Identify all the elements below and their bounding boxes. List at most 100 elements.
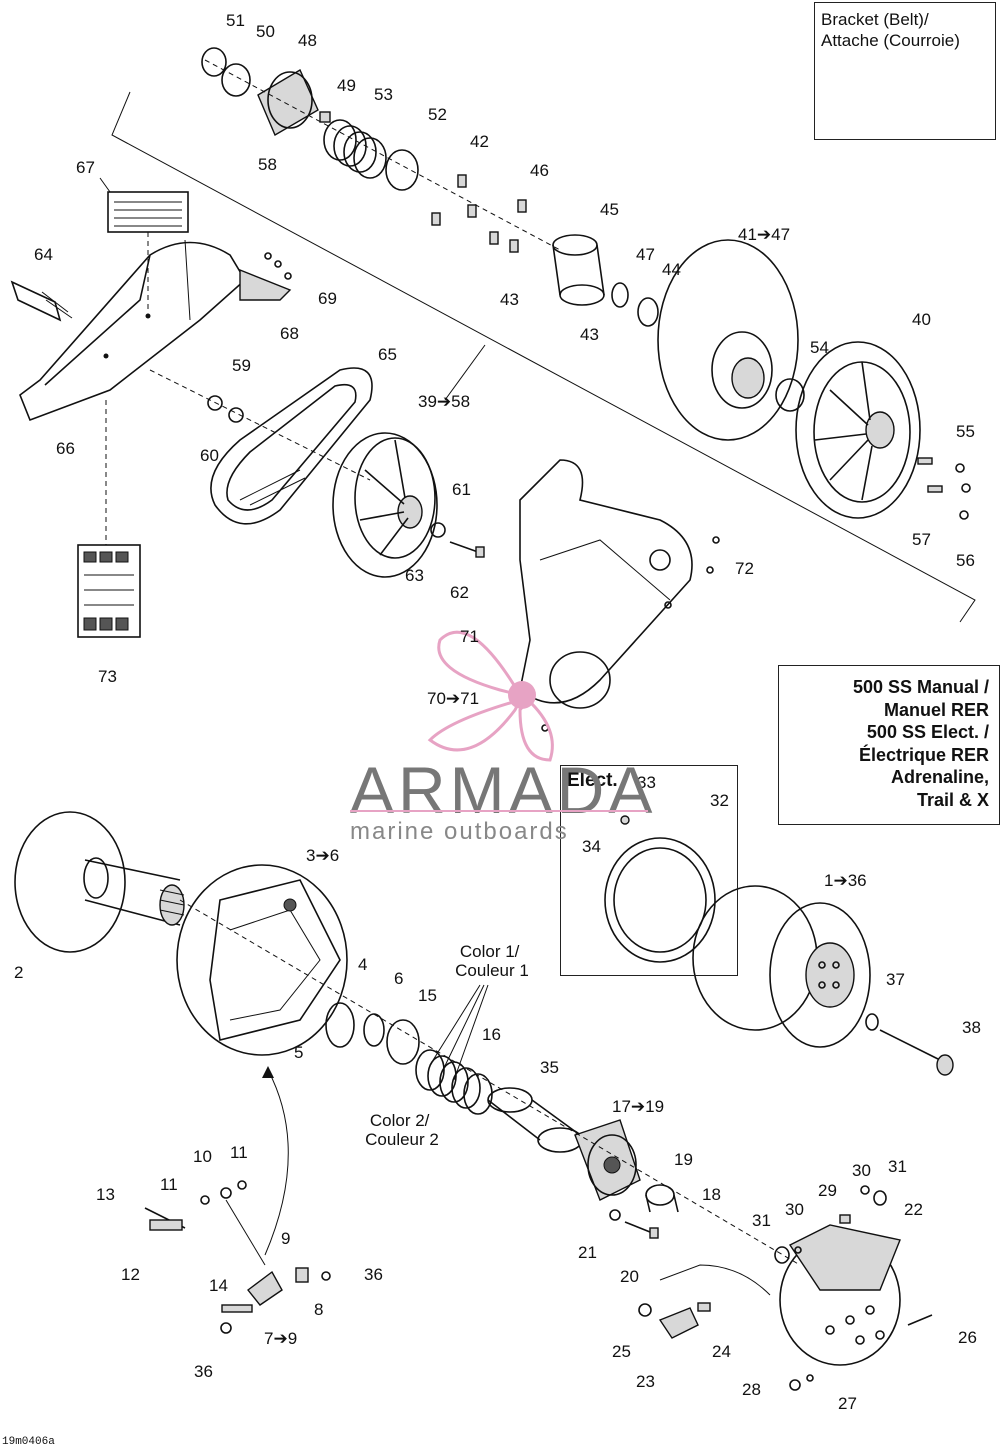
callout-11b: 11 [160,1175,178,1194]
callout-labels: 51 50 48 49 53 52 42 46 45 58 67 64 69 6… [14,11,981,1413]
callout-38: 38 [962,1018,981,1037]
spider-22 [779,1224,901,1366]
callout-36a: 36 [364,1265,383,1284]
spacer-50 [221,63,251,97]
callout-49: 49 [337,76,356,95]
assembly-arrowhead [262,1066,274,1078]
callout-27: 27 [838,1394,857,1413]
callout-15: 15 [418,986,437,1005]
callout-37: 37 [886,970,905,989]
callout-61: 61 [452,480,471,499]
callout-43b: 43 [580,325,599,344]
callout-41-47: 41➔47 [738,225,790,244]
callout-9: 9 [281,1229,290,1248]
callout-45: 45 [600,200,619,219]
washer-54 [775,378,805,412]
color-1-note: Color 1/ Couleur 1 [455,942,529,980]
retaining-ring-51 [201,47,227,77]
callout-18: 18 [702,1185,721,1204]
bushing-35 [487,1087,583,1153]
callout-20: 20 [620,1267,639,1286]
callout-72: 72 [735,559,754,578]
armada-propeller-logo [427,630,554,762]
screws-42 [431,174,499,245]
screw-33 [620,815,630,825]
callout-60: 60 [200,446,219,465]
ring-6 [363,1013,385,1047]
washer-37 [865,1013,879,1031]
callout-21: 21 [578,1243,597,1262]
callout-25: 25 [612,1342,631,1361]
color-2-line-2: Couleur 2 [365,1130,439,1149]
callout-30a: 30 [852,1161,871,1180]
watermark-brand-name: ARMADA [350,753,657,827]
screws-46 [509,199,527,253]
governor-cup-17 [574,1119,641,1201]
slider-49 [319,111,331,123]
callout-69: 69 [318,289,337,308]
callout-29: 29 [818,1181,837,1200]
callout-66: 66 [56,439,75,458]
callout-35: 35 [540,1058,559,1077]
hardware-55-57 [917,457,971,520]
callout-10: 10 [193,1147,212,1166]
callout-26: 26 [958,1328,977,1347]
callout-42: 42 [470,132,489,151]
electric-start-title: Elect. [567,770,618,791]
upper-group-outline [111,91,976,623]
callout-40: 40 [912,310,931,329]
watermark-divider [350,810,648,812]
sliding-sheave-41 [657,239,799,441]
callout-50: 50 [256,22,275,41]
callout-53: 53 [374,85,393,104]
bushing-18 [645,1184,679,1213]
callout-57: 57 [912,530,931,549]
callout-23: 23 [636,1372,655,1391]
callout-19: 19 [674,1150,693,1169]
callout-55: 55 [956,422,975,441]
color-leaders [429,984,489,1081]
nut-60 [228,407,244,423]
callout-44: 44 [662,260,681,279]
callout-52: 52 [428,105,447,124]
callout-1-36: 1➔36 [824,871,867,890]
callout-67: 67 [76,158,95,177]
color-1-line-2: Couleur 1 [455,961,529,980]
bolt-38 [879,1029,954,1076]
callout-16: 16 [482,1025,501,1044]
callout-36b: 36 [194,1362,213,1381]
callout-46: 46 [530,161,549,180]
electric-start-box: Elect. [560,765,738,976]
callout-32: 32 [710,791,729,810]
hardware-23-27 [638,1302,933,1391]
spacer-44 [637,297,659,327]
leader-67 [99,177,111,193]
callout-73: 73 [98,667,117,686]
callout-39-58: 39➔58 [418,392,470,411]
assembly-arrow [264,1069,289,1256]
pin-assembly-10 [144,1180,247,1231]
callout-43a: 43 [500,290,519,309]
callout-33: 33 [637,773,656,792]
callout-68: 68 [280,324,299,343]
callout-51: 51 [226,11,245,30]
callout-30b: 30 [785,1200,804,1219]
callout-13: 13 [96,1185,115,1204]
bolt-62 [449,541,485,558]
fixed-sheave-2 [14,811,185,953]
oring-52 [385,149,419,191]
fixed-sheave-1 [692,885,871,1048]
inner-cover-70 [519,459,720,732]
bracket-belt-title: Bracket (Belt)/ Attache (Courroie) [821,10,960,50]
callout-47: 47 [636,245,655,264]
callout-48: 48 [298,31,317,50]
callout-24: 24 [712,1342,731,1361]
callout-63: 63 [405,566,424,585]
color-2-note: Color 2/ Couleur 2 [365,1111,439,1149]
callout-22: 22 [904,1200,923,1219]
callout-62: 62 [450,583,469,602]
bushing-45 [552,234,605,306]
leader-lower-right [659,1264,771,1296]
models-applicability-box: 500 SS Manual / Manuel RER 500 SS Elect.… [778,665,1000,825]
